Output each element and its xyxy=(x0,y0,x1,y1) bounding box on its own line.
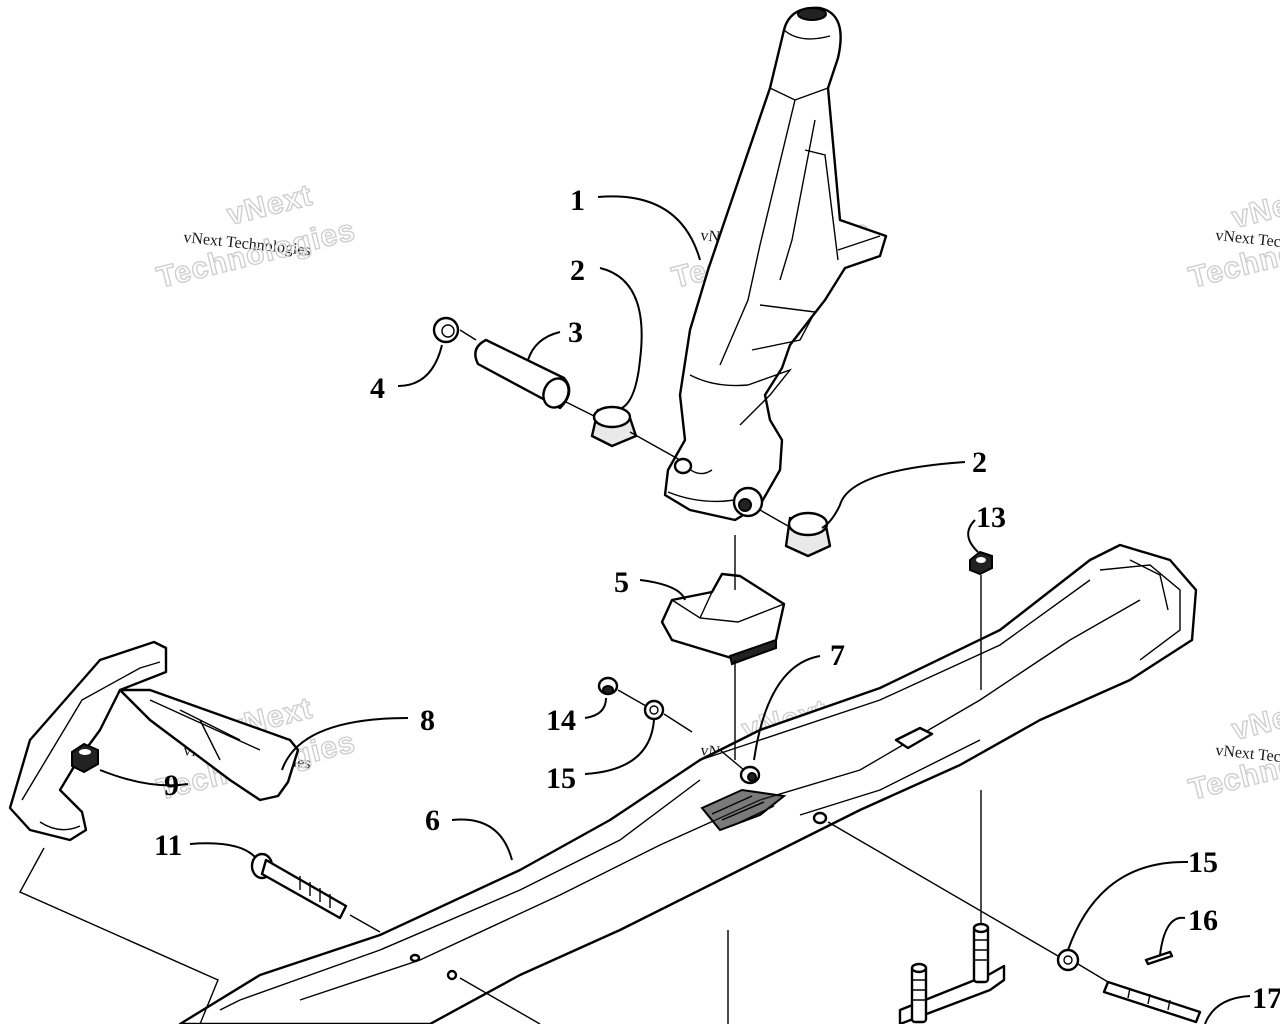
svg-text:vNext Tec: vNext Tec xyxy=(1215,227,1280,251)
watermark-left-top: vNext vNext Technologies Technologies xyxy=(153,178,359,295)
riser-block-part xyxy=(660,572,786,666)
callout-6: 6 xyxy=(425,804,440,837)
callout-15-upper: 15 xyxy=(546,762,576,795)
small-nut-part xyxy=(597,676,619,696)
callout-1: 1 xyxy=(570,184,585,217)
callout-2-upper: 2 xyxy=(570,254,585,287)
callout-2-lower: 2 xyxy=(972,446,987,479)
callout-16: 16 xyxy=(1188,904,1218,937)
washer-lower-part xyxy=(1056,948,1080,972)
callout-7: 7 xyxy=(830,639,845,672)
svg-text:vNext: vNext xyxy=(1229,694,1280,747)
spindle-part xyxy=(663,6,888,522)
lower-bolt-part xyxy=(1102,980,1202,1024)
leader-lines xyxy=(99,195,1251,1024)
callout-11: 11 xyxy=(154,829,182,862)
bushing-lower-part xyxy=(784,511,832,558)
small-washer-part xyxy=(643,699,665,721)
callout-4: 4 xyxy=(370,372,385,405)
callout-labels: 1 2 3 4 2 13 5 7 8 14 15 9 6 11 15 16 17 xyxy=(154,184,1280,1015)
callout-3: 3 xyxy=(568,316,583,349)
svg-text:vNext Tec: vNext Tec xyxy=(1215,742,1280,766)
callout-17: 17 xyxy=(1252,982,1280,1015)
washer-part xyxy=(432,316,460,344)
svg-text:vNext: vNext xyxy=(224,179,316,232)
callout-5: 5 xyxy=(614,566,629,599)
sleeve-part xyxy=(474,338,571,410)
ski-part xyxy=(178,543,1198,1024)
svg-text:vNext: vNext xyxy=(1229,182,1280,235)
loop-nut-part xyxy=(71,742,99,774)
callout-15-lower: 15 xyxy=(1188,846,1218,879)
nut-part xyxy=(969,550,993,576)
watermark-right-top: vNext vNext Tec Technologies xyxy=(1185,181,1280,295)
watermark-right-bottom: vNext vNext Tec Technologies xyxy=(1185,693,1280,807)
callout-14: 14 xyxy=(546,704,576,737)
callout-8: 8 xyxy=(420,704,435,737)
ski-loop-part xyxy=(8,640,300,842)
carbide-runner-part xyxy=(898,922,1006,1024)
callout-13: 13 xyxy=(976,501,1006,534)
svg-text:Technologies: Technologies xyxy=(154,214,359,295)
callout-9: 9 xyxy=(164,769,179,802)
long-bolt-part xyxy=(250,852,348,920)
assembly-guide-lines xyxy=(19,329,1109,1024)
cotter-pin-part xyxy=(1144,950,1174,966)
bushing-upper-part xyxy=(590,405,638,448)
